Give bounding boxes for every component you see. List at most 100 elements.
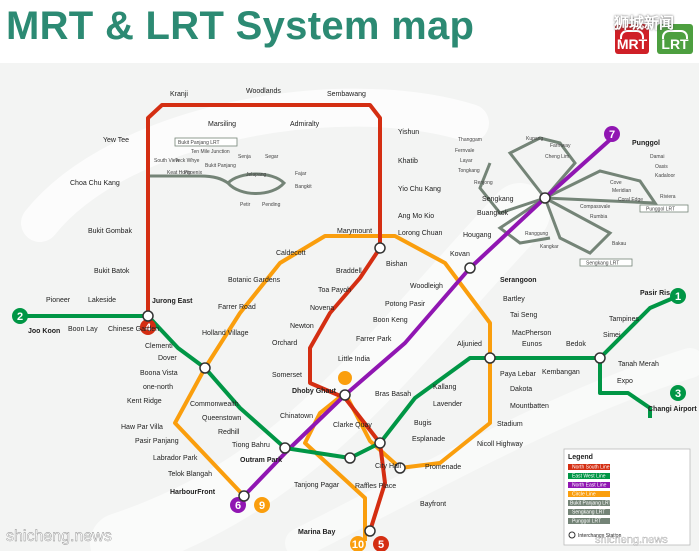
- lrt-station: Cheng Lim: [545, 154, 569, 160]
- legend-item: Sengkang LRT: [572, 510, 605, 516]
- badge-cc-mb: 10: [352, 539, 364, 551]
- station-label: Punggol: [632, 140, 660, 147]
- lrt-station: Kadaloor: [655, 173, 675, 179]
- lrt-logo: LRT: [657, 24, 693, 54]
- station-label: Tai Seng: [510, 312, 537, 319]
- legend-item: East West Line: [572, 474, 606, 480]
- station-label: Stadium: [497, 421, 523, 428]
- lrt-line-label: Bukit Panjang LRT: [178, 140, 220, 146]
- lrt-station: Kupang: [526, 136, 543, 142]
- station-label: Lakeside: [88, 297, 116, 304]
- station-label: Haw Par Villa: [121, 424, 163, 431]
- station-labels: Kranji Woodlands Sembawang Marsiling Adm…: [28, 88, 697, 536]
- station-label: Newton: [290, 323, 314, 330]
- lrt-station: Compassvale: [580, 204, 611, 210]
- sengkang-punggol-lrt: [478, 136, 658, 255]
- lrt-station: Teck Whye: [175, 158, 200, 164]
- lrt-station: Oasis: [655, 164, 668, 170]
- station-label: Dakota: [510, 386, 532, 393]
- station-label: Clarke Quay: [333, 422, 372, 429]
- lrt-station: Meridian: [612, 188, 631, 194]
- lrt-station: Farmway: [550, 143, 571, 149]
- badge-ne: 6: [235, 500, 241, 512]
- station-label: Sengkang: [482, 196, 514, 203]
- legend-item: Circle Line: [572, 492, 596, 498]
- system-map: 2 1 3 4 5 7 6 9 10: [6, 88, 699, 551]
- lrt-station: Layar: [460, 158, 473, 164]
- bukit-panjang-lrt: [148, 172, 287, 195]
- station-label: Little India: [338, 356, 370, 363]
- station-label: Joo Koon: [28, 328, 60, 335]
- station-label: Choa Chu Kang: [70, 180, 120, 187]
- badge-ne-punggol: 7: [609, 129, 615, 141]
- station-label: Admiralty: [290, 121, 320, 128]
- station-label: Tiong Bahru: [232, 442, 270, 449]
- lrt-station: Senja: [238, 154, 251, 160]
- lrt-station: Renjong: [474, 180, 493, 186]
- station-label: Hougang: [463, 232, 492, 239]
- lrt-station: Fernvale: [455, 148, 475, 154]
- lrt-station: Damai: [650, 154, 664, 160]
- lrt-station: Rumbia: [590, 214, 607, 220]
- station-label: Potong Pasir: [385, 301, 426, 308]
- station-label: Eunos: [522, 341, 542, 348]
- station-label: Kent Ridge: [127, 398, 162, 405]
- station-label: Braddell: [336, 268, 362, 275]
- station-label: Boon Lay: [68, 326, 98, 333]
- station-label: Raffles Place: [355, 483, 396, 490]
- station-label: Paya Lebar: [500, 371, 536, 378]
- lrt-station: Riviera: [660, 194, 676, 200]
- station-label: Labrador Park: [153, 455, 198, 462]
- station-label: Bartley: [503, 296, 525, 303]
- station-label: Boon Keng: [373, 317, 408, 324]
- badge-ns-mb: 5: [378, 539, 384, 551]
- legend-interchange: Interchange Station: [578, 533, 622, 539]
- lrt-station: Bangkit: [295, 184, 312, 190]
- station-label: Marina Bay: [298, 529, 335, 536]
- lrt-station: Pending: [262, 202, 281, 208]
- lrt-station: Bukit Panjang: [205, 163, 236, 169]
- watermark-bottom-right: shicheng.news: [595, 534, 668, 546]
- lrt-labels: Bukit Panjang LRT South View Keat Hong T…: [154, 136, 689, 267]
- station-label: Woodlands: [246, 88, 281, 95]
- station-label: Marymount: [337, 228, 372, 235]
- legend-item: Punggol LRT: [572, 519, 601, 525]
- station-label: Pasir Ris: [640, 290, 670, 297]
- station-label: Bugis: [414, 420, 432, 427]
- lrt-station: Ranggung: [525, 231, 548, 237]
- station-label: HarbourFront: [170, 489, 216, 496]
- station-label: Farrer Park: [356, 336, 392, 343]
- station-label: Chinatown: [280, 413, 313, 420]
- station-label: Nicoll Highway: [477, 441, 523, 448]
- station-label: Tampines: [609, 316, 639, 323]
- station-label: Promenade: [425, 464, 461, 471]
- lrt-station: Keat Hong: [167, 170, 191, 176]
- legend-item: North South Line: [572, 465, 610, 471]
- lrt-station: Coral Edge: [618, 197, 643, 203]
- station-label: Queenstown: [202, 415, 241, 422]
- badge-cg: 3: [675, 388, 681, 400]
- station-label: Lavender: [433, 401, 463, 408]
- station-label: Woodleigh: [410, 283, 443, 290]
- lrt-station: Segar: [265, 154, 279, 160]
- station-label: Khatib: [398, 158, 418, 165]
- station-label: Boona Vista: [140, 370, 178, 377]
- station-label: Clementi: [145, 343, 173, 350]
- station-label: MacPherson: [512, 330, 551, 337]
- station-label: Orchard: [272, 340, 297, 347]
- station-label: Sembawang: [327, 91, 366, 98]
- station-label: Redhill: [218, 429, 240, 436]
- station-label: Telok Blangah: [168, 471, 212, 478]
- station-label: Simei: [603, 332, 621, 339]
- station-label: Outram Park: [240, 457, 282, 464]
- station-label: Mountbatten: [510, 403, 549, 410]
- station-label: Kallang: [433, 384, 456, 391]
- station-label: Bukit Gombak: [88, 228, 132, 235]
- station-label: Kembangan: [542, 369, 580, 376]
- station-label: Expo: [617, 378, 633, 385]
- north-south-line: [146, 103, 387, 532]
- station-label: Bras Basah: [375, 391, 411, 398]
- legend-item: Bukit Panjang LRT: [570, 501, 612, 507]
- station-label: Serangoon: [500, 277, 537, 284]
